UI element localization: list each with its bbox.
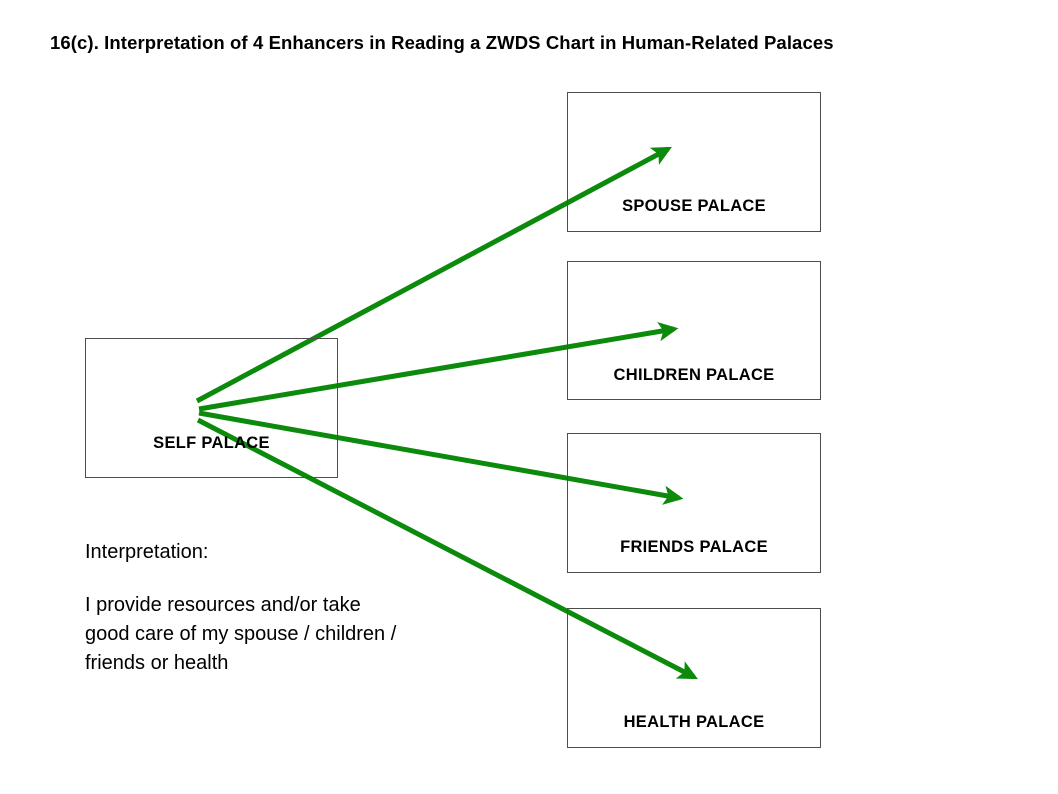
palace-label-health: HEALTH PALACE [623,713,765,731]
interpretation-block: Interpretation: I provide resources and/… [85,538,505,678]
interpretation-heading: Interpretation: [85,541,209,563]
palace-box-friends[interactable]: FRIENDS PALACE [567,433,821,573]
palace-label-spouse: SPOUSE PALACE [622,197,766,215]
page-title: 16(c). Interpretation of 4 Enhancers in … [50,32,834,53]
interpretation-body: I provide resources and/or take good car… [85,594,397,674]
palace-label-self: SELF PALACE [153,434,270,452]
palace-label-children: CHILDREN PALACE [613,366,775,384]
palace-box-children[interactable]: CHILDREN PALACE [567,261,821,400]
palace-box-spouse[interactable]: SPOUSE PALACE [567,92,821,232]
palace-box-health[interactable]: HEALTH PALACE [567,608,821,748]
palace-box-self[interactable]: SELF PALACE [85,338,338,478]
palace-label-friends: FRIENDS PALACE [620,538,768,556]
